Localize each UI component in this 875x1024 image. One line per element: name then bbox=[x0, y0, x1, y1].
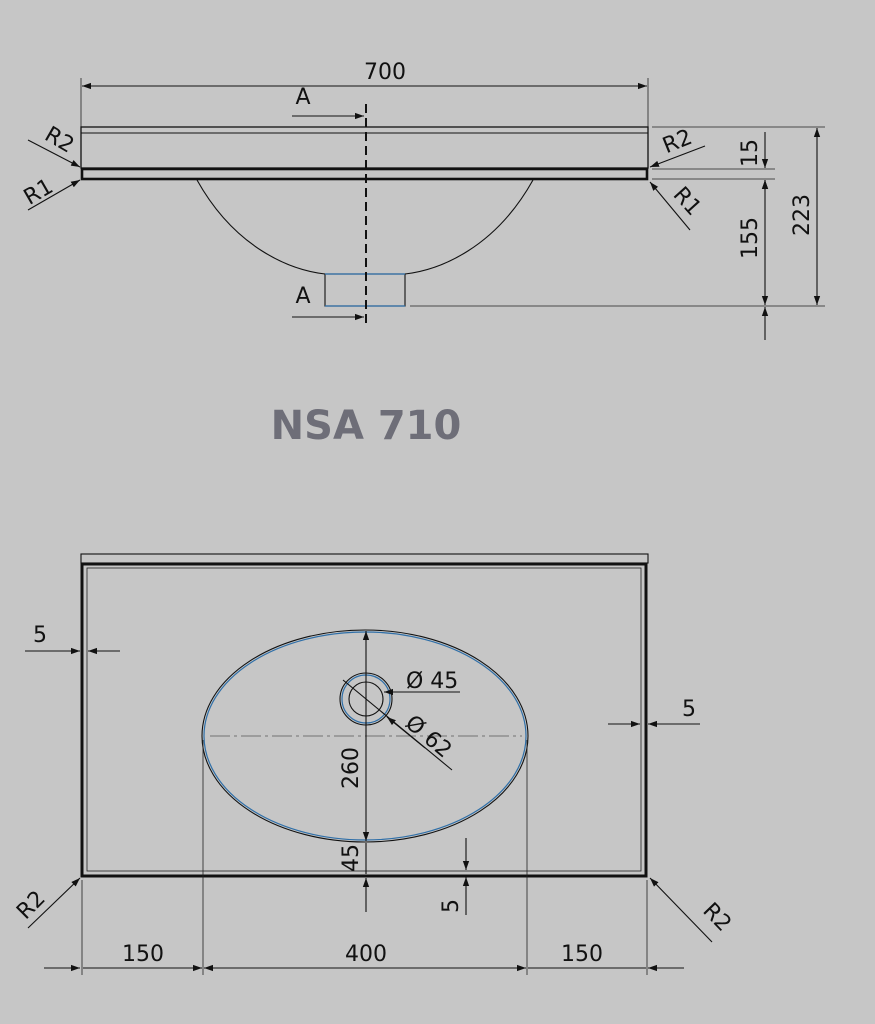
section-label-bottom: A bbox=[295, 284, 310, 309]
countertop-outline bbox=[80, 562, 648, 878]
product-title: NSA 710 bbox=[271, 403, 462, 449]
countertop-inner-outline bbox=[86, 567, 642, 872]
drain-outer-diameter-label: Ø 62 bbox=[400, 711, 456, 764]
radius-label-left-bottom: R1 bbox=[20, 174, 58, 210]
slab-lip bbox=[80, 167, 649, 181]
radius-leader-left bbox=[27, 877, 81, 929]
left-margin-label: 5 bbox=[33, 623, 47, 648]
radius-leader-right-bottom bbox=[649, 181, 691, 231]
section-label-top: A bbox=[295, 85, 310, 110]
radius-leader-left-top bbox=[27, 139, 81, 168]
bowl-curve-right bbox=[404, 179, 534, 275]
radius-label-right-top: R2 bbox=[659, 125, 696, 159]
radius-label-left-top: R2 bbox=[40, 122, 78, 158]
top-view: Ø 45 Ø 62 260 45 5 5 5 R2 R2 150 bbox=[12, 553, 736, 975]
total-height-label: 223 bbox=[790, 194, 815, 236]
backsplash bbox=[80, 553, 649, 564]
radius-label-left: R2 bbox=[12, 886, 50, 924]
slab-body bbox=[80, 126, 649, 169]
drain-outer-arrow bbox=[386, 716, 426, 749]
left-span-label: 150 bbox=[122, 942, 164, 967]
bowl-depth-label: 155 bbox=[738, 217, 763, 259]
side-view: 700 A A R2 R1 R2 R1 15 bbox=[20, 60, 825, 340]
right-margin-label: 5 bbox=[682, 697, 696, 722]
radius-leader-right-top bbox=[649, 145, 706, 168]
radius-leader-right bbox=[649, 877, 713, 943]
drain-diameter-label: Ø 45 bbox=[406, 669, 458, 694]
radius-label-right-bottom: R1 bbox=[668, 182, 706, 221]
front-margin-label: 5 bbox=[439, 899, 464, 913]
radius-label-right: R2 bbox=[698, 898, 736, 936]
width-label: 700 bbox=[364, 60, 406, 85]
basin-outline bbox=[201, 629, 529, 843]
bowl-curve-left bbox=[196, 179, 326, 275]
bowl-length-label: 260 bbox=[339, 747, 364, 789]
front-offset-label: 45 bbox=[339, 844, 364, 872]
bowl-width-label: 400 bbox=[345, 942, 387, 967]
right-span-label: 150 bbox=[561, 942, 603, 967]
radius-leader-left-bottom bbox=[27, 179, 81, 211]
slab-thickness-label: 15 bbox=[738, 139, 763, 167]
